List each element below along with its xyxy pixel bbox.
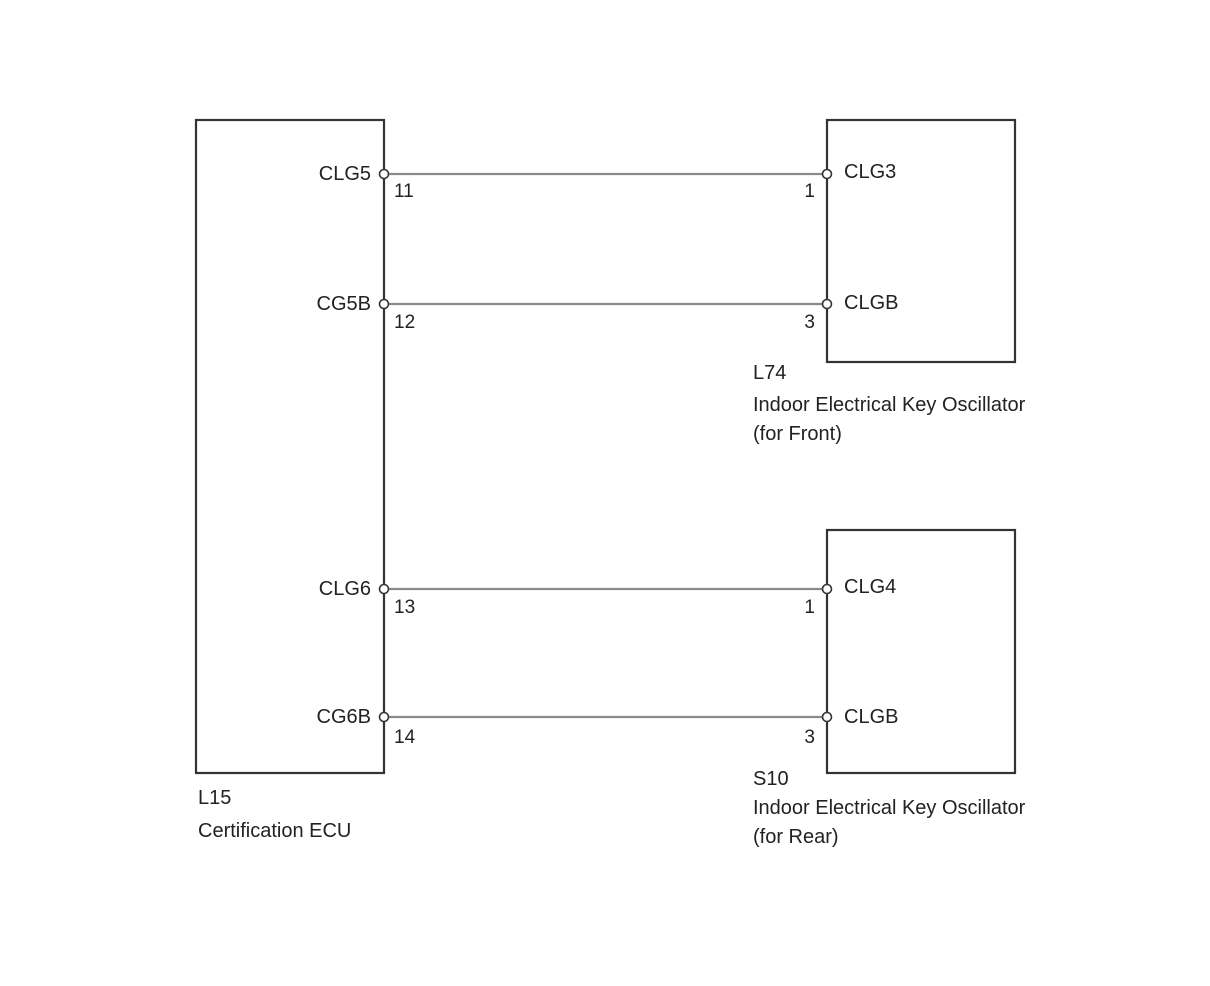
- ecu-pin-label: CG6B: [317, 706, 371, 728]
- front-oscillator-name: Indoor Electrical Key Oscillator: [753, 394, 1026, 416]
- rear-pin-label: CLG4: [844, 576, 896, 598]
- ecu-pin-12: [378, 298, 390, 310]
- ecu-pin-label: CG5B: [317, 293, 371, 315]
- rear-oscillator-box: [825, 528, 1017, 775]
- certification-ecu-box: [194, 118, 386, 775]
- rear-pin-number: 3: [804, 727, 815, 748]
- front-pin-label: CLG3: [844, 161, 896, 183]
- ecu-pin-number: 14: [394, 727, 416, 748]
- front-oscillator-id: L74: [753, 362, 786, 384]
- ecu-id: L15: [198, 787, 231, 809]
- ecu-name: Certification ECU: [198, 820, 351, 842]
- front-pin-number: 1: [804, 181, 815, 202]
- ecu-pin-number: 12: [394, 312, 415, 333]
- front-pin-label: CLGB: [844, 292, 898, 314]
- ecu-pin-number: 13: [394, 597, 415, 618]
- ecu-pin-11: [378, 168, 390, 180]
- ecu-pin-13: [378, 583, 390, 595]
- rear-oscillator-name: Indoor Electrical Key Oscillator: [753, 797, 1026, 819]
- ecu-pin-label: CLG6: [319, 578, 371, 600]
- front-pin-1: [821, 168, 833, 180]
- rear-pin-number: 1: [804, 597, 815, 618]
- rear-pin-label: CLGB: [844, 706, 898, 728]
- rear-oscillator-variant: (for Rear): [753, 826, 839, 848]
- rear-oscillator-id: S10: [753, 768, 789, 790]
- ecu-pin-number: 11: [394, 181, 414, 202]
- rear-pin-1: [821, 583, 833, 595]
- ecu-pin-14: [378, 711, 390, 723]
- front-oscillator-variant: (for Front): [753, 423, 842, 445]
- rear-pin-3: [821, 711, 833, 723]
- front-pin-3: [821, 298, 833, 310]
- front-pin-number: 3: [804, 312, 815, 333]
- ecu-pin-label: CLG5: [319, 163, 371, 185]
- front-oscillator-box: [825, 118, 1017, 364]
